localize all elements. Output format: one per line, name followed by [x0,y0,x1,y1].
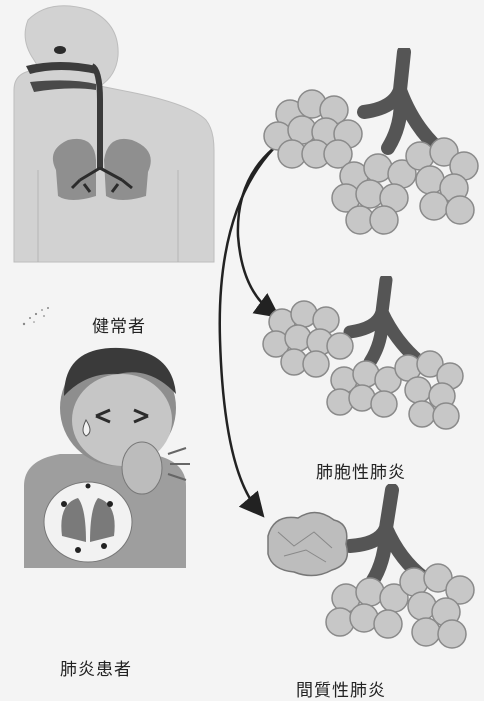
alveoli-cluster [254,484,484,654]
speckle-decoration [18,302,58,332]
alveoli-cluster [254,276,484,436]
sick-person-figure [0,336,200,576]
patient-label: 肺炎患者 [60,655,132,680]
healthy-label: 健常者 [92,312,146,337]
alveoli-cluster [254,48,484,248]
interstitial-pneumonia-label: 間質性肺炎 [296,676,386,701]
alveolar-pneumonia-label: 肺胞性肺炎 [316,458,406,483]
respiratory-system-figure [0,0,240,270]
